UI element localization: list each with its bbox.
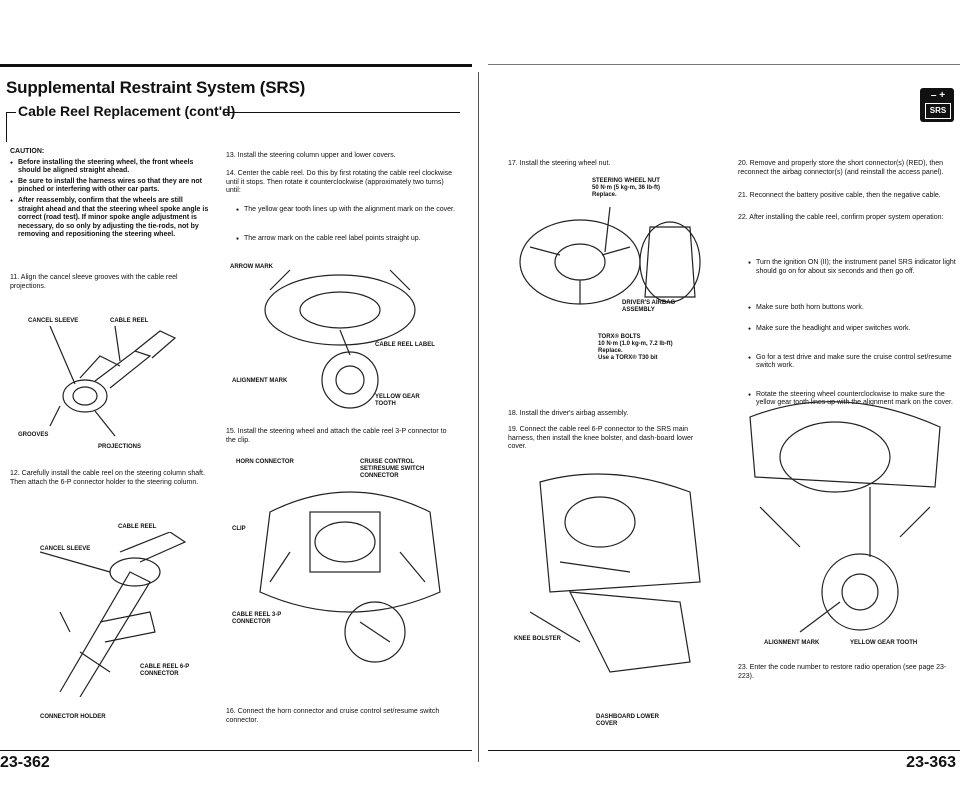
- step-14: 14. Center the cable reel. Do this by fi…: [226, 170, 453, 195]
- label-connector-holder: CONNECTOR HOLDER: [40, 714, 106, 720]
- label-yellow-gear: YELLOW GEAR TOOTH: [375, 394, 420, 407]
- label-cruise-switch: CRUISE CONTROL SET/RESUME SWITCH CONNECT…: [360, 459, 425, 479]
- caution-block: CAUTION: Before installing the steering …: [10, 148, 210, 240]
- footer-rule-right: [488, 750, 960, 751]
- caution-item: Before installing the steering wheel, th…: [10, 159, 210, 176]
- label-knee-bolster: KNEE BOLSTER: [514, 636, 562, 642]
- dashboard-figure: [749, 401, 941, 633]
- label-cable-reel-3p: CABLE REEL 3-P CONNECTOR: [232, 612, 282, 625]
- cancel-sleeve-figure: [49, 326, 177, 437]
- caution-item: After reassembly, confirm that the wheel…: [10, 197, 210, 240]
- label-cancel-sleeve-2: CANCEL SLEEVE: [40, 546, 91, 552]
- label-horn-connector: HORN CONNECTOR: [236, 459, 294, 465]
- step-22-bullet: Make sure the headlight and wiper switch…: [748, 325, 956, 334]
- subtitle-rule-left: [6, 112, 16, 113]
- page-number-left: 23-362: [0, 754, 50, 771]
- step-22-bullet: Go for a test drive and make sure the cr…: [748, 354, 956, 371]
- label-yellow-gear-2: YELLOW GEAR TOOTH: [850, 640, 918, 646]
- label-wheel-nut: STEERING WHEEL NUT 50 N·m (5 kg-m, 36 lb…: [592, 178, 682, 199]
- step-11: 11. Align the cancel sleeve grooves with…: [10, 274, 178, 290]
- step-14-bullet: The yellow gear tooth lines up with the …: [236, 206, 466, 215]
- torx-torque: 10 N·m (1.0 kg-m, 7.2 lb-ft): [598, 341, 673, 347]
- label-projections: PROJECTIONS: [98, 444, 142, 450]
- torx-replace: Replace.: [598, 348, 623, 354]
- wheel-install-figure: [259, 491, 441, 663]
- page-title: Supplemental Restraint System (SRS): [6, 78, 306, 97]
- wheel-nut-text: STEERING WHEEL NUT: [592, 178, 660, 184]
- srs-badge-label: SRS: [925, 103, 951, 119]
- label-airbag-assembly: DRIVER'S AIRBAG ASSEMBLY: [622, 300, 676, 313]
- step-15: 15. Install the steering wheel and attac…: [226, 428, 447, 444]
- step-19: 19. Connect the cable reel 6-P connector…: [508, 426, 694, 451]
- torx-bolts-text: TORX® BOLTS: [598, 334, 641, 340]
- label-alignment-mark-2: ALIGNMENT MARK: [764, 640, 820, 646]
- step-13: 13. Install the steering column upper an…: [226, 152, 396, 159]
- step-22-bullet: Make sure both horn buttons work.: [748, 304, 956, 313]
- wheel-nut-torque: 50 N·m (5 kg-m, 36 lb-ft): [592, 185, 661, 191]
- label-alignment-mark: ALIGNMENT MARK: [232, 378, 288, 384]
- subtitle-rule: [224, 112, 460, 113]
- subtitle-bracket: [6, 112, 7, 142]
- caution-heading: CAUTION:: [10, 148, 45, 155]
- step-18: 18. Install the driver's airbag assembly…: [508, 410, 629, 417]
- label-clip: CLIP: [232, 526, 246, 532]
- step-23: 23. Enter the code number to restore rad…: [738, 664, 947, 680]
- step-20: 20. Remove and properly store the short …: [738, 160, 944, 176]
- page-subtitle: Cable Reel Replacement (cont'd): [18, 103, 236, 119]
- column-install-figure: [40, 532, 187, 697]
- page-divider: [478, 72, 479, 762]
- torx-bit: Use a TORX® T30 bit: [598, 355, 658, 361]
- label-cable-reel-2: CABLE REEL: [118, 524, 157, 530]
- footer-rule: [0, 750, 472, 751]
- label-cable-reel: CABLE REEL: [110, 318, 149, 324]
- page-number-right: 23-363: [906, 754, 956, 771]
- step-17: 17. Install the steering wheel nut.: [508, 160, 611, 167]
- wheel-nut-replace: Replace.: [592, 192, 617, 198]
- label-dashboard-lower: DASHBOARD LOWER COVER: [596, 714, 659, 727]
- battery-icon: – +: [930, 90, 946, 101]
- label-cable-reel-label: CABLE REEL LABEL: [375, 342, 435, 348]
- step-14-bullet: The arrow mark on the cable reel label p…: [236, 235, 466, 244]
- label-cable-reel-6p: CABLE REEL 6-P CONNECTOR: [140, 664, 190, 677]
- step-22-bullet: Turn the ignition ON (II); the instrumen…: [748, 259, 956, 276]
- label-arrow-mark: ARROW MARK: [230, 264, 273, 270]
- cable-reel-figure: [264, 269, 416, 409]
- step-16: 16. Connect the horn connector and cruis…: [226, 708, 440, 724]
- label-grooves: GROOVES: [18, 432, 49, 438]
- label-cancel-sleeve: CANCEL SLEEVE: [28, 318, 79, 324]
- label-torx-bolts: TORX® BOLTS 10 N·m (1.0 kg-m, 7.2 lb-ft)…: [598, 334, 708, 362]
- step-21: 21. Reconnect the battery positive cable…: [738, 192, 941, 199]
- header-rule-right: [488, 64, 960, 65]
- header-rule: [0, 64, 472, 67]
- step-22: 22. After installing the cable reel, con…: [738, 214, 944, 221]
- steering-wheel-figure: [519, 207, 701, 305]
- caution-item: Be sure to install the harness wires so …: [10, 178, 210, 195]
- knee-bolster-figure: [529, 473, 701, 673]
- step-12: 12. Carefully install the cable reel on …: [10, 470, 205, 486]
